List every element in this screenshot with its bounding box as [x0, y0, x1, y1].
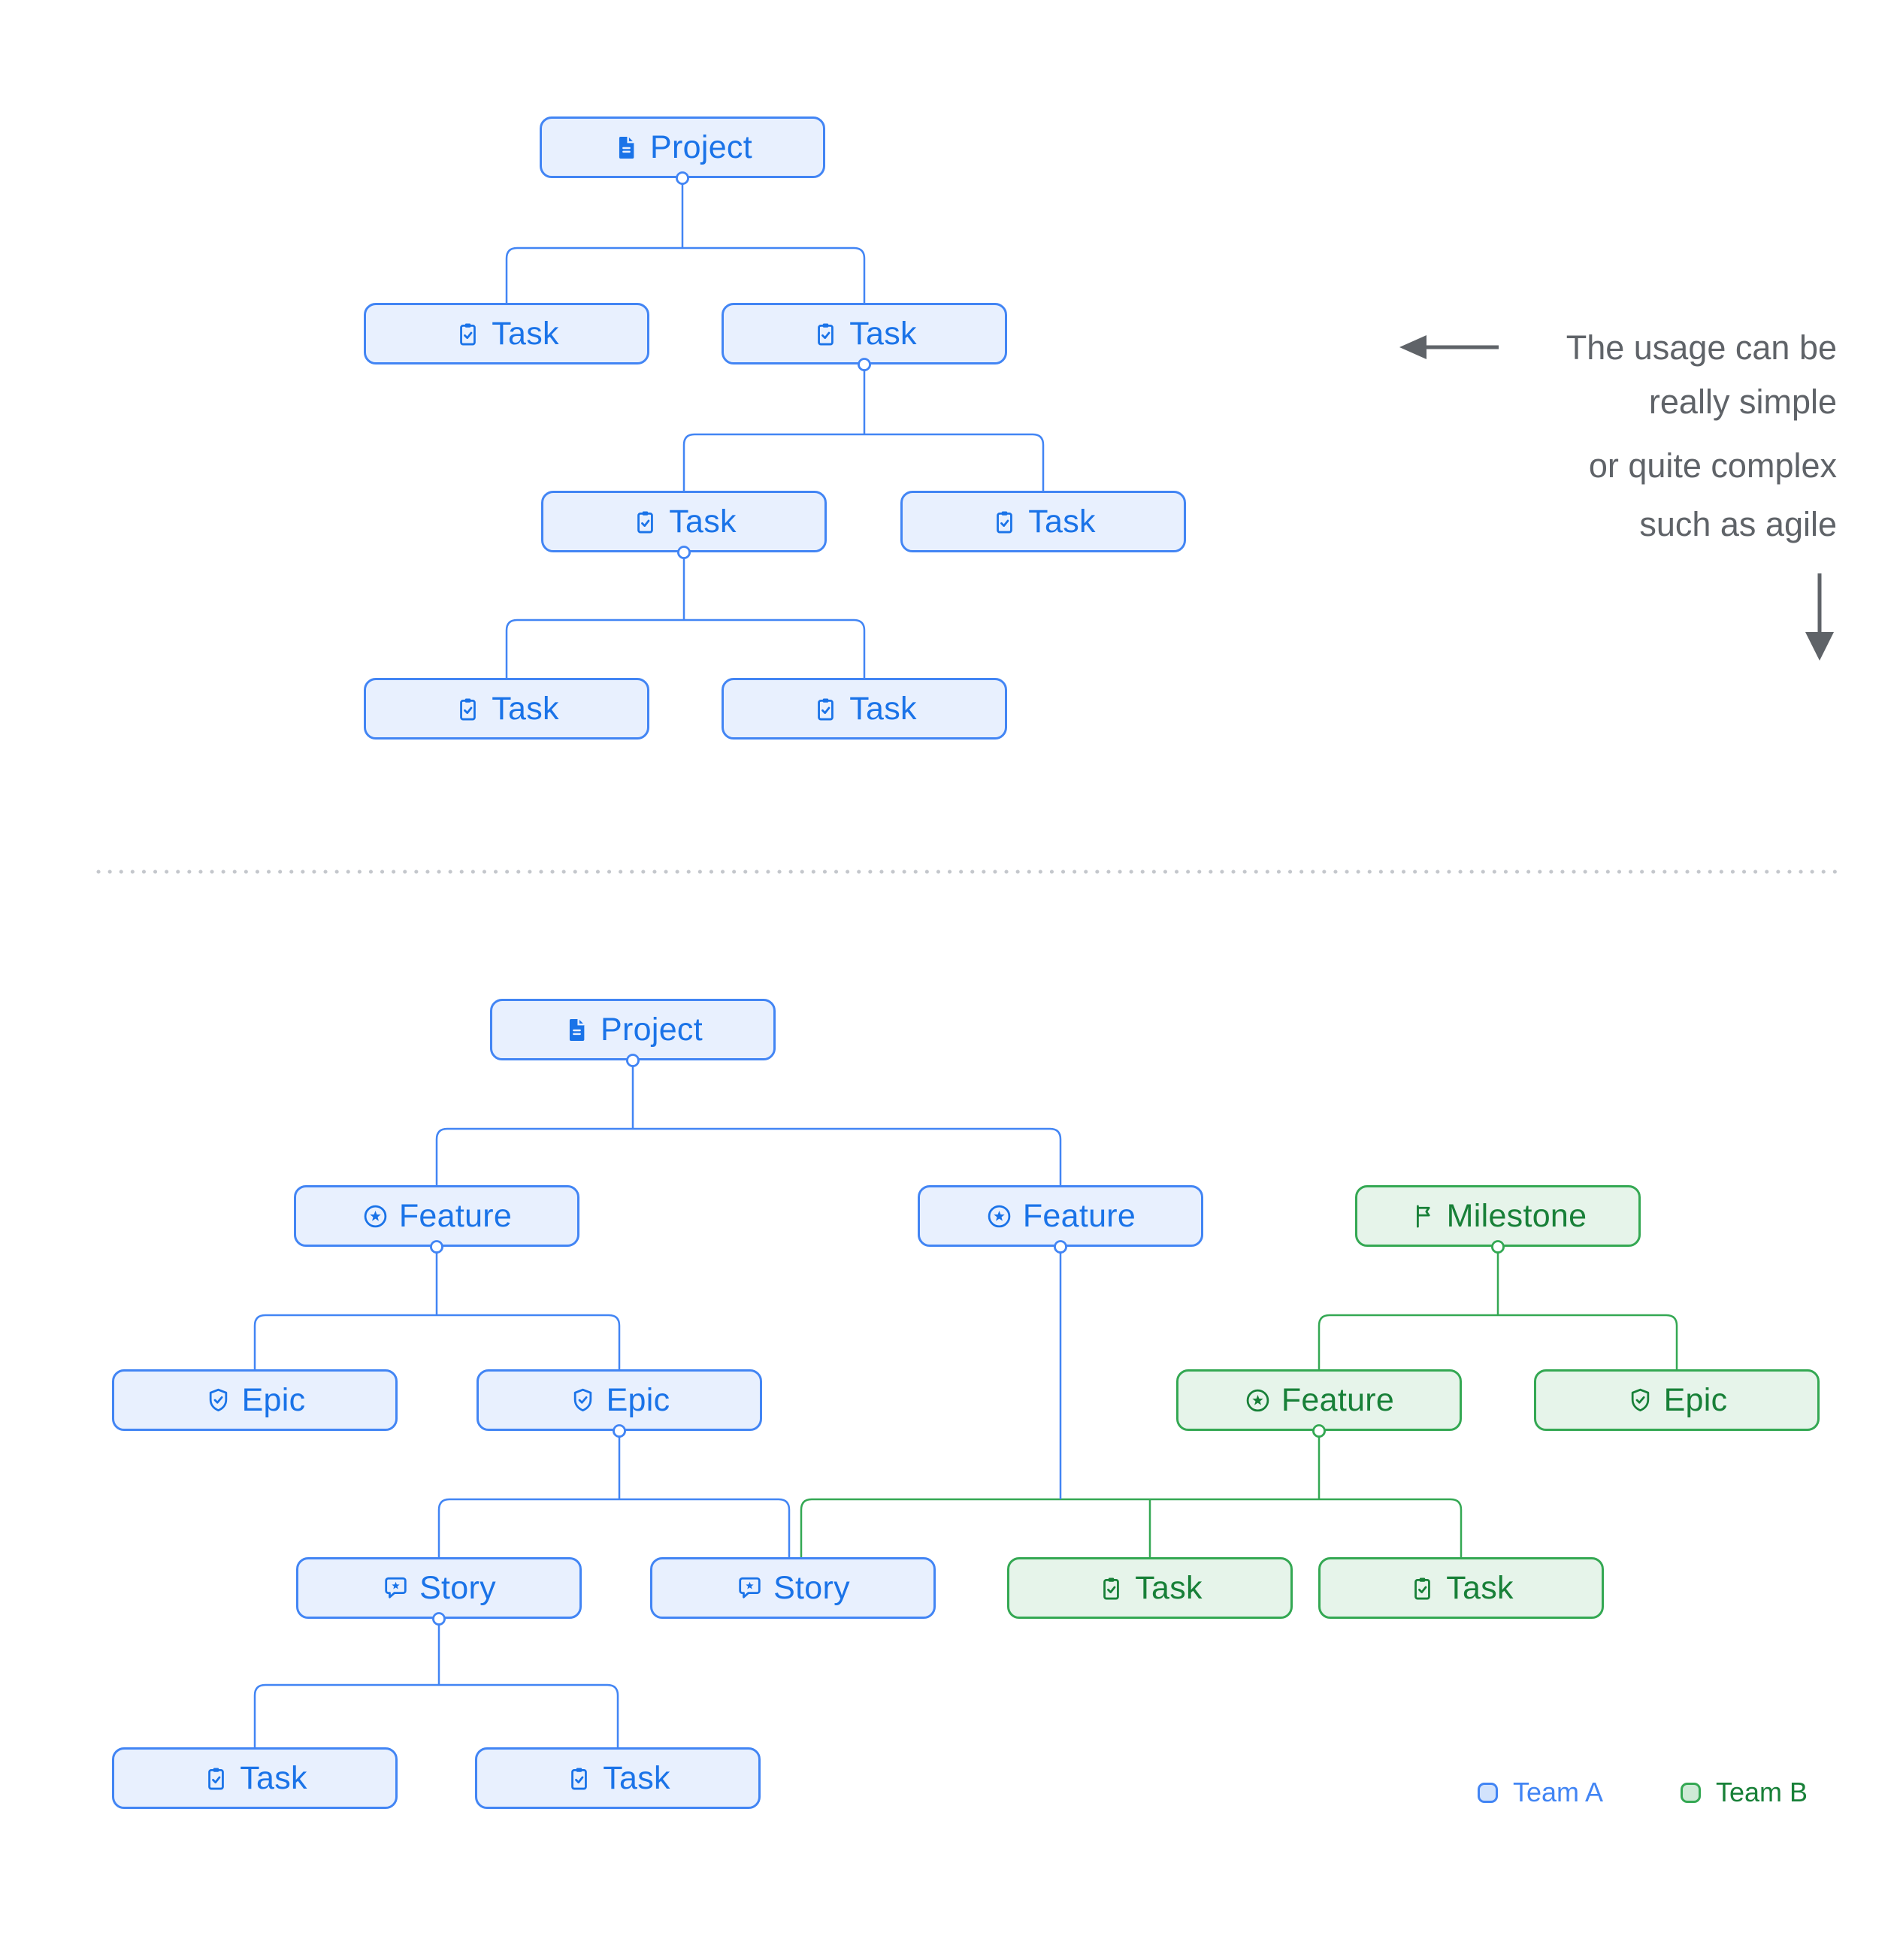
node-task: Task — [364, 303, 649, 364]
node-project: Project — [540, 116, 825, 178]
task-check-icon — [1408, 1574, 1436, 1602]
feature-star-icon — [1244, 1387, 1272, 1414]
node-label: Task — [1028, 503, 1096, 540]
node-task: Task — [475, 1747, 761, 1809]
task-check-icon — [812, 695, 840, 723]
node-task: Task — [364, 678, 649, 740]
task-check-icon — [1097, 1574, 1125, 1602]
node-project: Project — [490, 999, 776, 1060]
node-label: Feature — [1022, 1197, 1136, 1234]
story-chat-icon — [382, 1574, 410, 1602]
annotation-line: such as agile — [1639, 505, 1837, 543]
node-story: Story — [296, 1557, 582, 1619]
node-milestone: Milestone — [1355, 1185, 1641, 1247]
epic-shield-icon — [569, 1387, 597, 1414]
document-icon — [563, 1016, 591, 1044]
node-label: Task — [849, 690, 917, 727]
node-label: Task — [603, 1759, 670, 1796]
annotation-complex: or quite complex such as agile — [1589, 437, 1837, 554]
node-label: Task — [240, 1759, 307, 1796]
task-check-icon — [454, 320, 482, 348]
node-epic: Epic — [1534, 1369, 1820, 1431]
node-task: Task — [1318, 1557, 1604, 1619]
node-label: Story — [773, 1569, 850, 1606]
node-label: Epic — [606, 1381, 670, 1418]
node-task: Task — [541, 491, 827, 552]
epic-shield-icon — [204, 1387, 232, 1414]
node-label: Feature — [398, 1197, 513, 1234]
task-check-icon — [991, 508, 1018, 536]
node-task: Task — [722, 303, 1007, 364]
node-label: Task — [1135, 1569, 1203, 1606]
node-task: Task — [722, 678, 1007, 740]
node-label: Epic — [1663, 1381, 1728, 1418]
node-task: Task — [112, 1747, 398, 1809]
node-label: Project — [601, 1011, 703, 1048]
node-label: Story — [419, 1569, 496, 1606]
node-label: Task — [492, 690, 559, 727]
node-story: Story — [650, 1557, 936, 1619]
node-label: Feature — [1281, 1381, 1395, 1418]
node-task: Task — [900, 491, 1186, 552]
node-epic: Epic — [112, 1369, 398, 1431]
document-icon — [613, 134, 640, 162]
node-label: Task — [1446, 1569, 1514, 1606]
task-check-icon — [202, 1765, 230, 1792]
node-label: Task — [492, 315, 559, 352]
task-check-icon — [454, 695, 482, 723]
feature-star-icon — [985, 1202, 1013, 1230]
node-label: Project — [650, 129, 752, 165]
node-label: Epic — [241, 1381, 306, 1418]
task-check-icon — [812, 320, 840, 348]
node-label: Milestone — [1446, 1197, 1587, 1234]
node-label: Task — [669, 503, 737, 540]
node-feature: Feature — [1176, 1369, 1462, 1431]
milestone-flag-icon — [1409, 1202, 1437, 1230]
task-check-icon — [565, 1765, 593, 1792]
feature-star-icon — [362, 1202, 389, 1230]
epic-shield-icon — [1626, 1387, 1654, 1414]
annotation-line: The usage can be — [1566, 328, 1837, 367]
story-chat-icon — [736, 1574, 764, 1602]
annotation-line: or quite complex — [1588, 446, 1837, 485]
node-feature: Feature — [918, 1185, 1203, 1247]
node-epic: Epic — [477, 1369, 762, 1431]
annotation-simple: The usage can be really simple — [1566, 321, 1837, 429]
task-check-icon — [631, 508, 659, 536]
node-task: Task — [1007, 1557, 1293, 1619]
annotation-line: really simple — [1648, 383, 1837, 421]
node-feature: Feature — [294, 1185, 579, 1247]
node-label: Task — [849, 315, 917, 352]
